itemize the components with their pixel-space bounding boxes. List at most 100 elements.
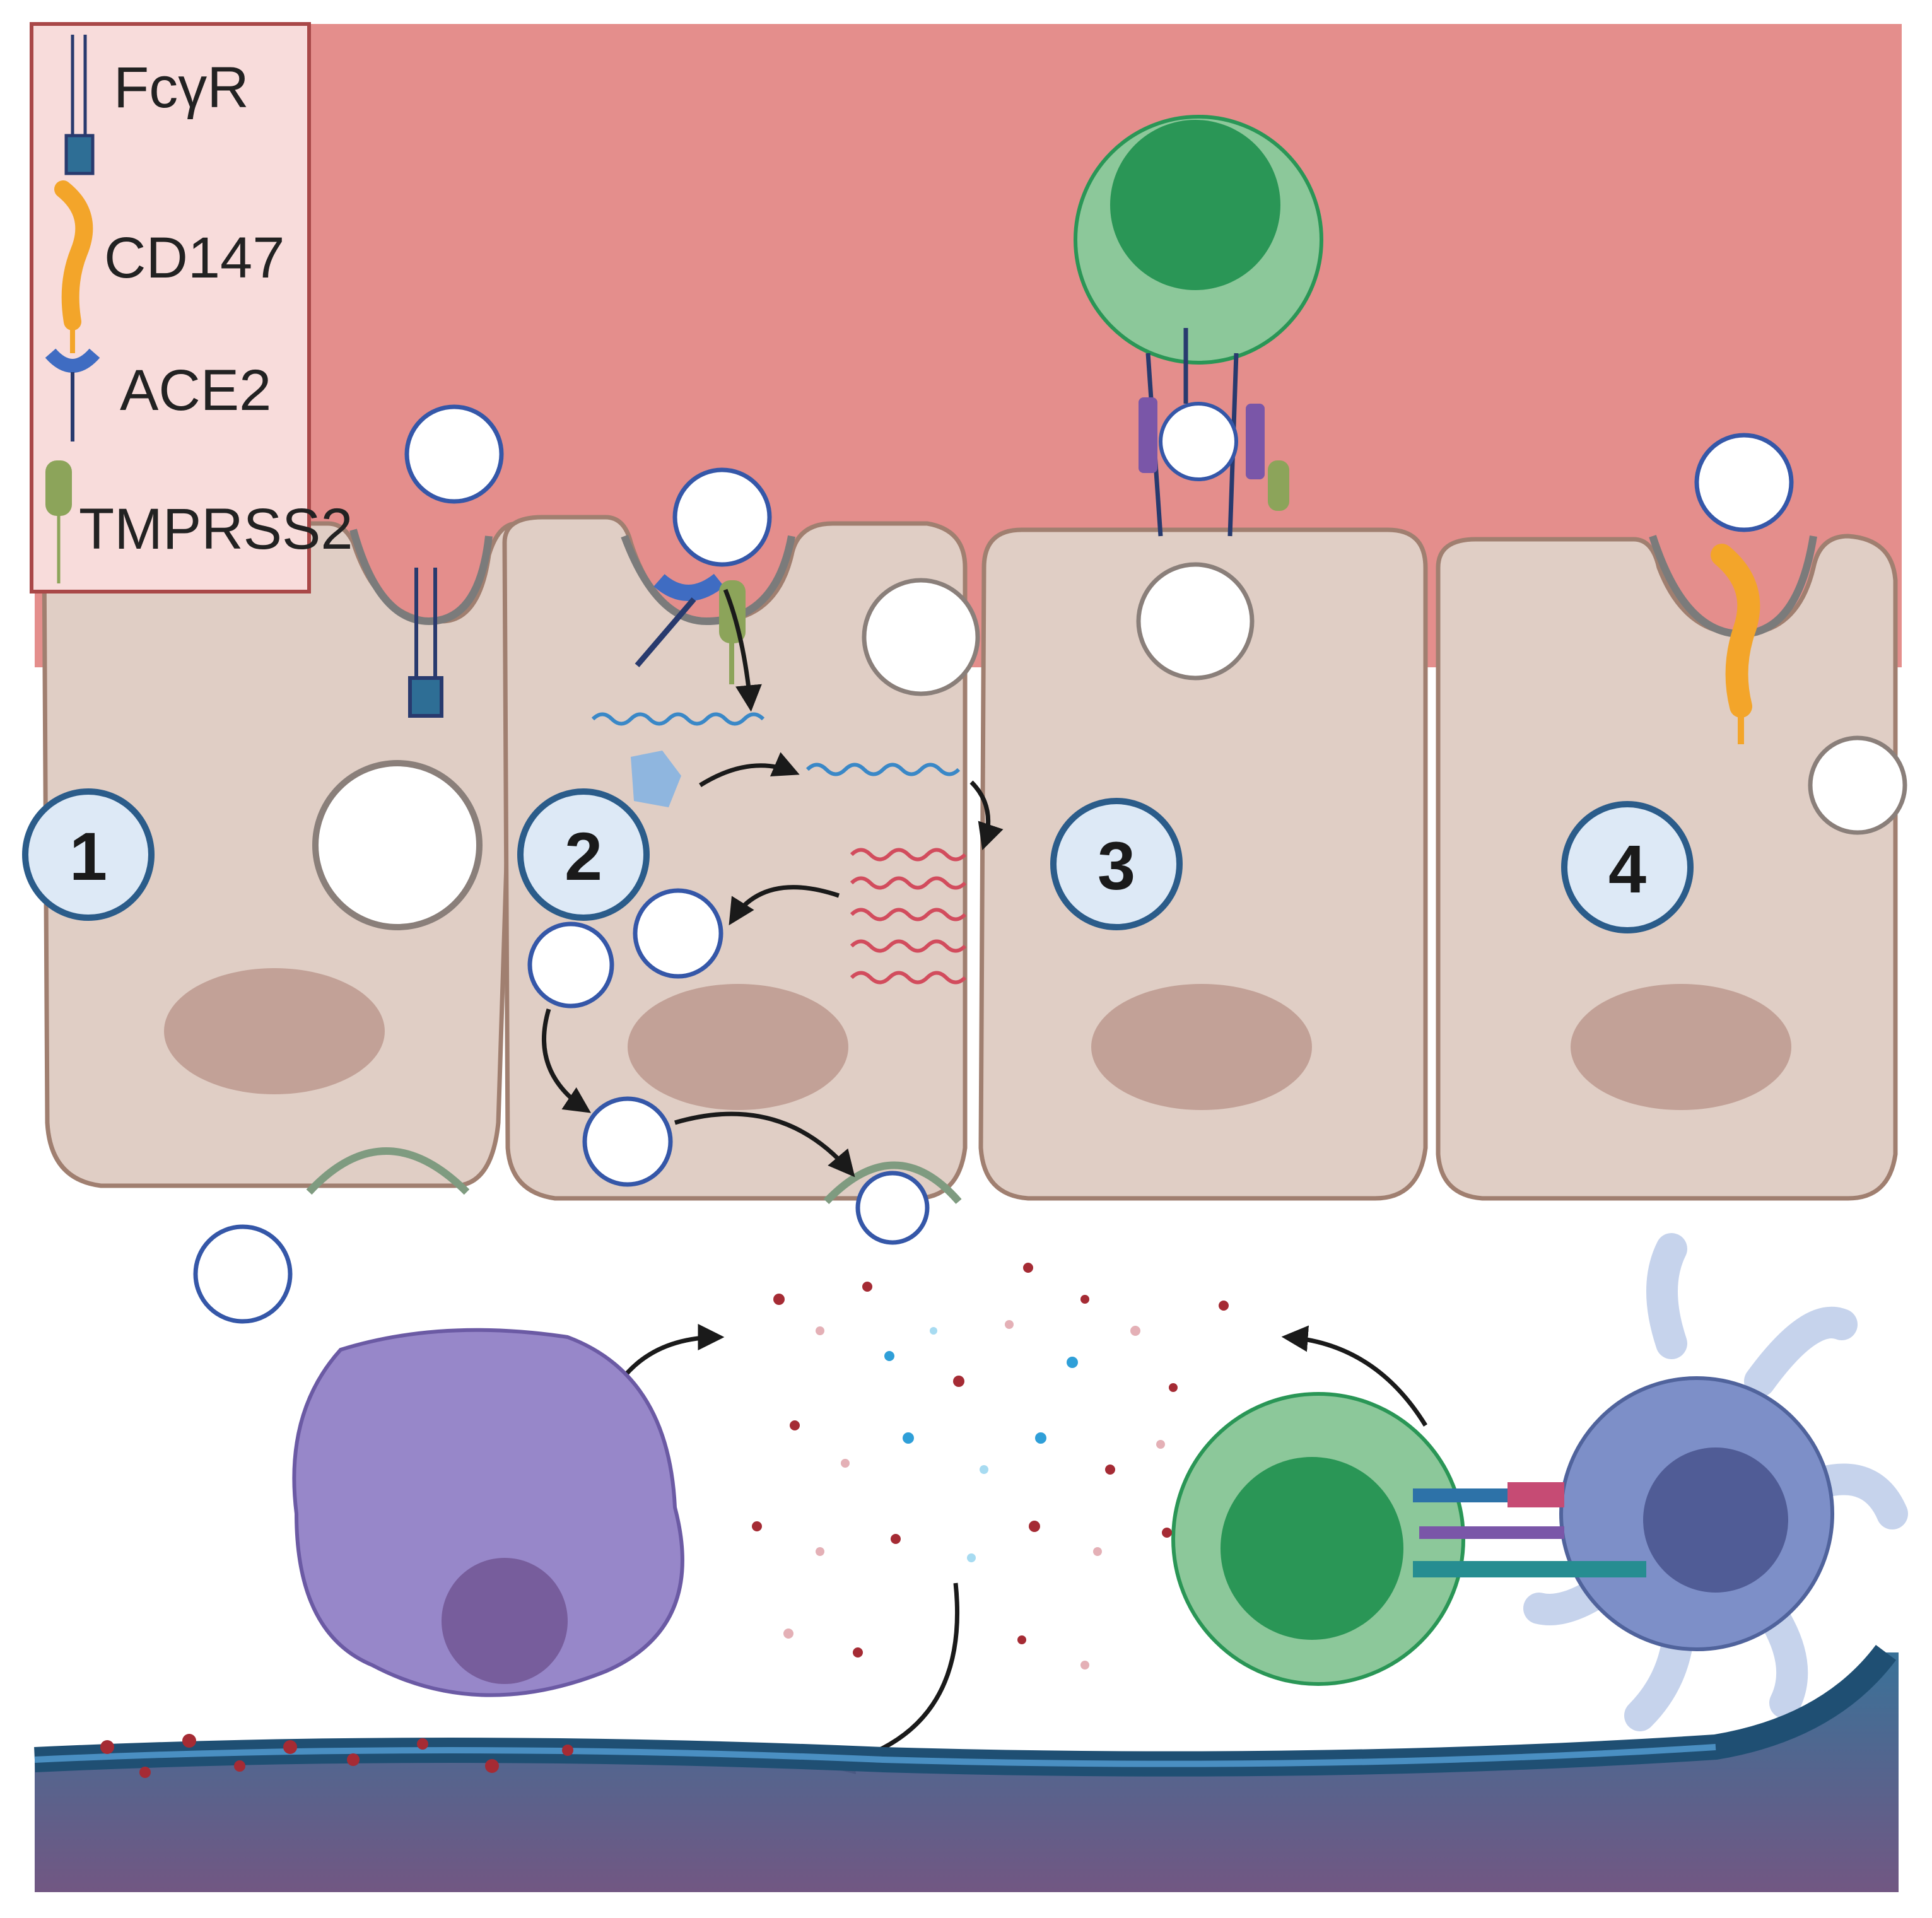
cytokine bbox=[862, 1282, 872, 1292]
arrow-to-vesicle bbox=[542, 1008, 591, 1113]
fcgr-receptor-icon bbox=[64, 35, 95, 175]
dendritic-cell bbox=[1523, 1233, 1908, 1731]
legend: FcγR CD147 ACE2 TMPRSS2 bbox=[30, 22, 353, 594]
cytokine bbox=[816, 1547, 824, 1556]
cd147-receptor-icon bbox=[1711, 544, 1760, 718]
cytokine bbox=[1093, 1547, 1102, 1556]
cytokine bbox=[783, 1629, 793, 1639]
step-marker-4: 4 bbox=[1561, 801, 1694, 933]
arrow-rna-to-replication bbox=[969, 780, 1004, 850]
pathway-arrows bbox=[542, 588, 1427, 1775]
virion-budding bbox=[855, 1171, 930, 1245]
step-label-1: 1 bbox=[69, 818, 107, 894]
viral-rna bbox=[591, 712, 961, 776]
cytokine bbox=[1169, 1383, 1178, 1392]
tmprss2-protease-icon bbox=[1268, 460, 1289, 511]
cytokine bbox=[1156, 1440, 1165, 1449]
cytokine bbox=[1219, 1301, 1229, 1311]
virion-antibody-complex bbox=[193, 1224, 293, 1324]
virion-in-vesicle bbox=[1136, 562, 1255, 681]
cytokine bbox=[773, 1294, 785, 1305]
legend-label-ace2: ACE2 bbox=[120, 358, 271, 423]
antibody-bridge-icon bbox=[1139, 397, 1265, 479]
lumen-t-cell bbox=[1074, 115, 1323, 537]
nucleus bbox=[1571, 984, 1791, 1110]
blood-vessel bbox=[34, 1644, 1899, 1892]
red-blood-cells bbox=[100, 1734, 573, 1778]
virion bbox=[1159, 402, 1238, 481]
step-marker-3: 3 bbox=[1050, 798, 1183, 930]
immune-synapse-receptors bbox=[1413, 1482, 1646, 1577]
legend-item-ace2: ACE2 bbox=[45, 348, 271, 441]
dendritic-cell-nucleus bbox=[1643, 1447, 1788, 1593]
cytokine bbox=[790, 1420, 800, 1430]
arrow-entry-to-rna bbox=[723, 588, 762, 712]
macrophage-nucleus bbox=[442, 1558, 568, 1684]
virion bbox=[404, 404, 504, 504]
virion bbox=[582, 1096, 673, 1187]
legend-item-fcgr: FcγR bbox=[64, 35, 249, 175]
arrow-to-budding bbox=[674, 1111, 855, 1178]
cytokine bbox=[1080, 1661, 1089, 1669]
virion bbox=[1694, 433, 1794, 532]
basolateral-membrane-bulges bbox=[306, 1147, 962, 1205]
cytokine bbox=[1005, 1320, 1014, 1329]
cytokine bbox=[1017, 1635, 1026, 1644]
bottom-t-cell bbox=[1171, 1392, 1465, 1686]
cytokine bbox=[1067, 1357, 1078, 1368]
costim-icon bbox=[1419, 1526, 1564, 1539]
cytokine bbox=[980, 1465, 988, 1474]
virion bbox=[633, 888, 723, 979]
vessel-main-wall bbox=[34, 1644, 1896, 1777]
virion bbox=[527, 921, 614, 1009]
epithelial-cell-3 bbox=[978, 527, 1428, 1201]
epithelial-cell-2 bbox=[502, 515, 968, 1201]
fcgr-receptor-icon bbox=[408, 568, 443, 718]
cytokine bbox=[1130, 1326, 1140, 1336]
arrow-tcell-to-cytokines bbox=[1281, 1325, 1427, 1427]
t-cell-nucleus bbox=[1221, 1457, 1403, 1640]
virion-in-vesicle bbox=[1808, 735, 1907, 835]
legend-label-cd147: CD147 bbox=[104, 226, 284, 290]
cytokine bbox=[1023, 1263, 1033, 1273]
t-cell-nucleus bbox=[1110, 120, 1280, 290]
epithelial-cell-1 bbox=[42, 521, 520, 1188]
legend-item-cd147: CD147 bbox=[54, 180, 284, 353]
cytokine bbox=[816, 1326, 824, 1335]
cytokine bbox=[752, 1521, 762, 1531]
cd147-receptor-icon bbox=[54, 180, 93, 330]
ace2-receptor-icon bbox=[635, 573, 725, 667]
cytokine bbox=[1162, 1528, 1172, 1538]
ace2-receptor-icon bbox=[45, 348, 100, 373]
cytokine bbox=[953, 1376, 964, 1387]
virions bbox=[193, 404, 1907, 1529]
step-label-4: 4 bbox=[1608, 831, 1646, 907]
nucleus bbox=[628, 984, 848, 1110]
cytokine bbox=[1035, 1432, 1046, 1444]
epithelial-nuclei bbox=[164, 968, 1791, 1110]
arrow-to-assembly bbox=[729, 885, 840, 926]
arrow-cytokines-to-vessel bbox=[827, 1582, 960, 1775]
cytokine bbox=[884, 1351, 894, 1361]
cytokine bbox=[930, 1327, 937, 1335]
cytokine bbox=[1029, 1521, 1040, 1532]
legend-label-tmprss2: TMPRSS2 bbox=[79, 497, 353, 561]
step-marker-1: 1 bbox=[22, 788, 155, 921]
cytokine bbox=[1080, 1295, 1089, 1304]
endosome-with-virion bbox=[312, 760, 483, 930]
cytokine bbox=[891, 1534, 901, 1544]
virion bbox=[672, 467, 772, 567]
t-cell-dendritic-synapse bbox=[1171, 1233, 1908, 1731]
macrophage-body bbox=[292, 1328, 684, 1697]
legend-label-fcgr: FcγR bbox=[114, 56, 249, 120]
cytokine bbox=[853, 1647, 863, 1658]
arrow-ribosome-to-rna bbox=[699, 752, 800, 787]
translated-rna bbox=[850, 848, 967, 985]
ribosome-icon bbox=[631, 751, 681, 807]
step-markers: 1 2 3 4 bbox=[22, 788, 1694, 933]
cytokine bbox=[967, 1553, 976, 1562]
vessel-lumen-highlight bbox=[34, 1744, 1716, 1767]
mhc-icon bbox=[1508, 1482, 1564, 1507]
infected-macrophage bbox=[292, 1328, 684, 1697]
